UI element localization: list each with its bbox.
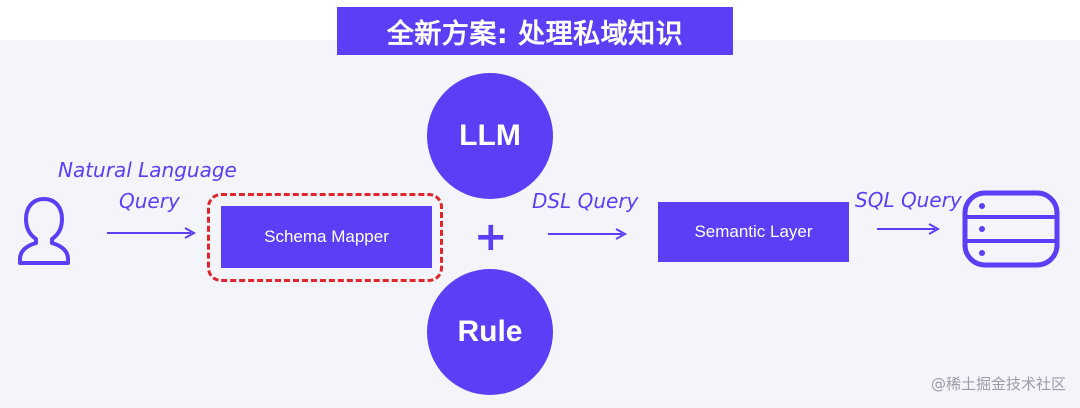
diagram-title: 全新方案: 处理私域知识 [337, 7, 733, 55]
highlight-dashed-border [207, 193, 443, 282]
arrow-dsl-to-semantic [548, 228, 628, 240]
schema-mapper-box: Schema Mapper [221, 206, 432, 268]
semantic-layer-box: Semantic Layer [658, 202, 849, 262]
database-icon [962, 190, 1060, 268]
rule-circle: Rule [427, 269, 553, 395]
sql-query-label: SQL Query [855, 188, 962, 212]
watermark: @稀土掘金技术社区 [930, 375, 1066, 393]
dsl-query-label: DSL Query [532, 189, 639, 213]
arrow-nl-to-mapper [107, 227, 197, 239]
plus-operator: + [474, 214, 508, 260]
arrow-sql-to-database [877, 223, 941, 235]
user-icon [18, 197, 70, 265]
natural-language-query-label: Query [119, 189, 180, 213]
llm-circle: LLM [427, 73, 553, 199]
natural-language-label: Natural Language [58, 158, 237, 182]
